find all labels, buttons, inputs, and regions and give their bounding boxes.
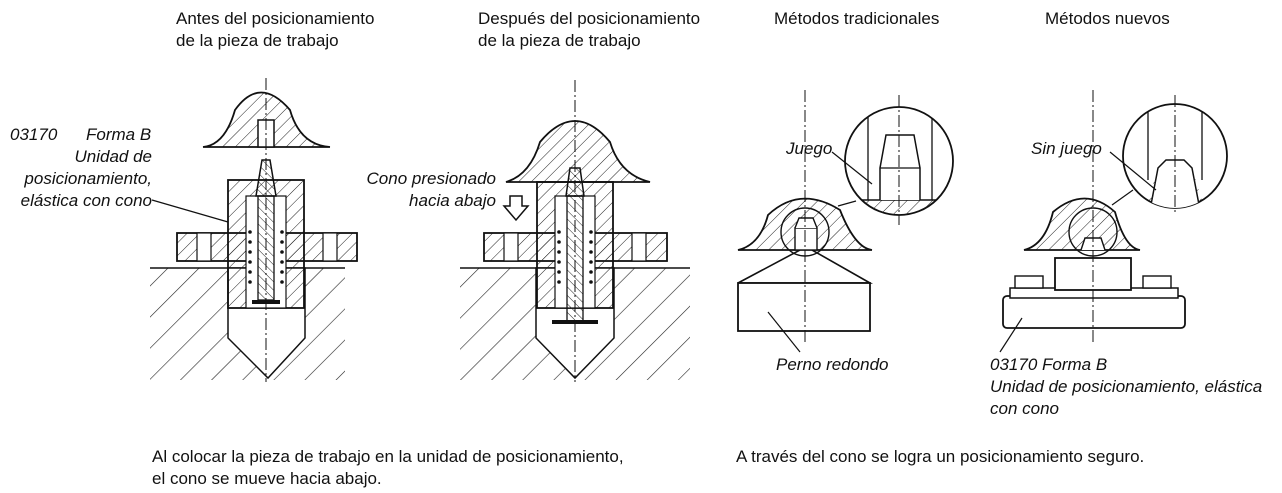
unit-code-label: 03170 [10,125,58,144]
unit-desc-line-1: Unidad de [74,147,152,166]
panel-1-title-line-1: Antes del posicionamiento [176,9,375,28]
cone-pressed-line-2: hacia abajo [409,191,496,210]
unit-desc-line-2: posicionamiento, [24,169,152,188]
unit-desc-line-3: elástica con cono [20,191,152,210]
panel-1-title-line-2: de la pieza de trabajo [176,31,339,50]
panel-4-title: Métodos nuevos [1045,9,1170,28]
new-unit-line-2: Unidad de posicionamiento, elástica [990,377,1263,396]
cone-pressed-line-1: Cono presionado [366,169,496,188]
no-play-label: Sin juego [1031,139,1102,158]
panel-2-title-line-1: Después del posicionamiento [478,9,701,28]
panel-3-title: Métodos tradicionales [774,9,940,28]
drawing-before-positioning [150,78,358,382]
drawing-after-positioning [460,80,690,382]
play-label: Juego [786,139,833,158]
drawing-traditional-method [737,90,954,353]
round-pin-label: Perno redondo [776,355,889,374]
caption-left-line-1: Al colocar la pieza de trabajo en la uni… [152,447,624,466]
down-arrow-icon [502,195,530,222]
new-unit-line-3: con cono [990,399,1059,418]
new-unit-line-1: 03170 Forma B [990,355,1108,374]
caption-left-line-2: el cono se mueve hacia abajo. [152,469,382,488]
unit-form-label: Forma B [86,125,152,144]
caption-right: A través del cono se logra un posicionam… [736,447,1145,466]
panel-2-title-line-2: de la pieza de trabajo [478,31,641,50]
drawing-new-method [999,90,1228,353]
